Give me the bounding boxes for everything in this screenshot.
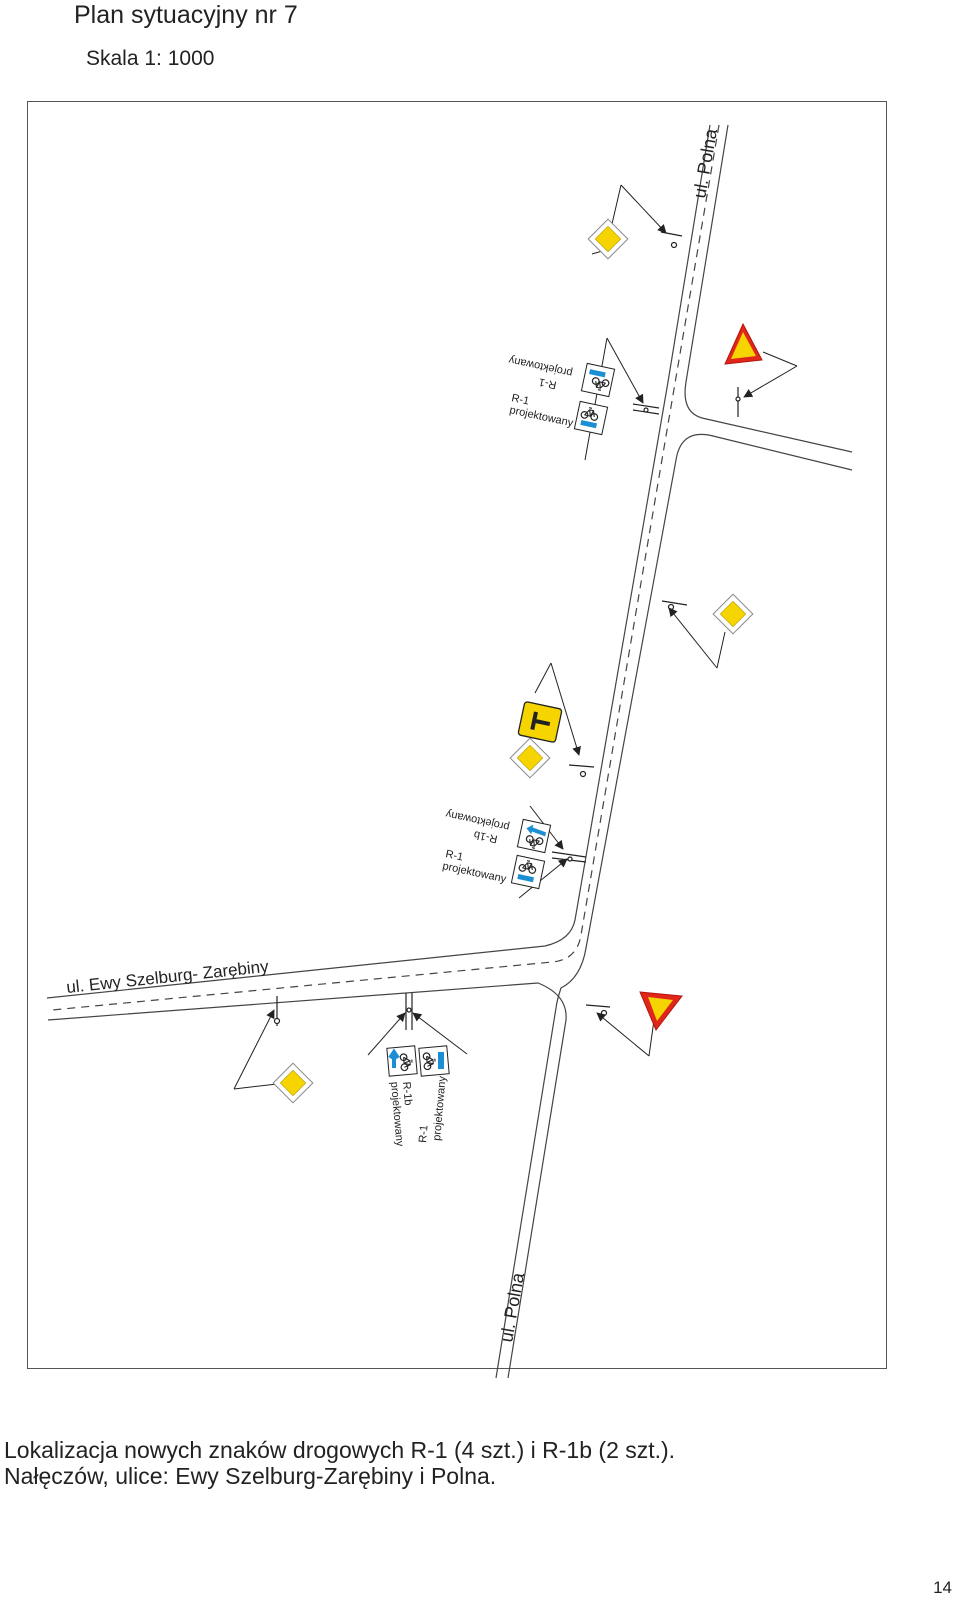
road-polna — [46, 124, 853, 1379]
street-label-ewy-szelburg: ul. Ewy Szelburg- Zarębiny — [65, 957, 270, 997]
priority-road-sign-icon — [272, 1062, 314, 1104]
street-label-polna-bottom: ul. Polna — [496, 1270, 528, 1343]
caption-line-2: Nałęczów, ulice: Ewy Szelburg-Zarębiny i… — [4, 1463, 497, 1489]
bicycle-sign-pair-north — [573, 362, 616, 436]
give-way-sign-icon — [724, 322, 763, 365]
sign-status-label: projektowany — [441, 860, 507, 885]
bicycle-sign-pair-middle — [510, 818, 552, 890]
plan-title: Plan sytuacyjny nr 7 — [74, 1, 298, 29]
page-number: 14 — [933, 1578, 952, 1597]
sign-code-label: R-1 — [538, 375, 558, 390]
sign-code-label: R-1b — [400, 1081, 414, 1106]
priority-road-sign-icon — [509, 737, 551, 779]
plan-scale: Skala 1: 1000 — [86, 47, 215, 70]
sign-posts — [273, 231, 741, 1030]
sign-status-label: projektowany — [431, 1075, 449, 1141]
sign-leaders — [233, 184, 798, 1090]
priority-road-sign-icon — [587, 218, 629, 260]
plan-caption: Lokalizacja nowych znaków drogowych R-1 … — [4, 1437, 675, 1489]
sign-status-label: projektowany — [507, 353, 573, 378]
sign-code-label: R-1 — [510, 392, 530, 407]
junction-priority-sign-icon — [517, 701, 563, 743]
give-way-sign-icon — [639, 991, 683, 1031]
street-label-polna-top: ul. Polna — [689, 126, 721, 199]
site-plan-map: ul. Polna ul. Polna ul. Ewy Szelburg- Za… — [46, 124, 853, 1379]
priority-road-sign-icon — [712, 593, 754, 635]
sign-code-label: R-1 — [417, 1125, 431, 1144]
sign-status-label: projektowany — [508, 404, 574, 429]
caption-line-1: Lokalizacja nowych znaków drogowych R-1 … — [4, 1437, 676, 1463]
sign-code-label: R-1b — [473, 828, 499, 845]
sign-status-label: projektowany — [388, 1081, 406, 1147]
sign-code-label: R-1 — [444, 848, 464, 863]
map-frame — [27, 101, 887, 1369]
road-centerlines — [51, 124, 720, 1011]
bicycle-sign-pair-south — [386, 1045, 450, 1077]
